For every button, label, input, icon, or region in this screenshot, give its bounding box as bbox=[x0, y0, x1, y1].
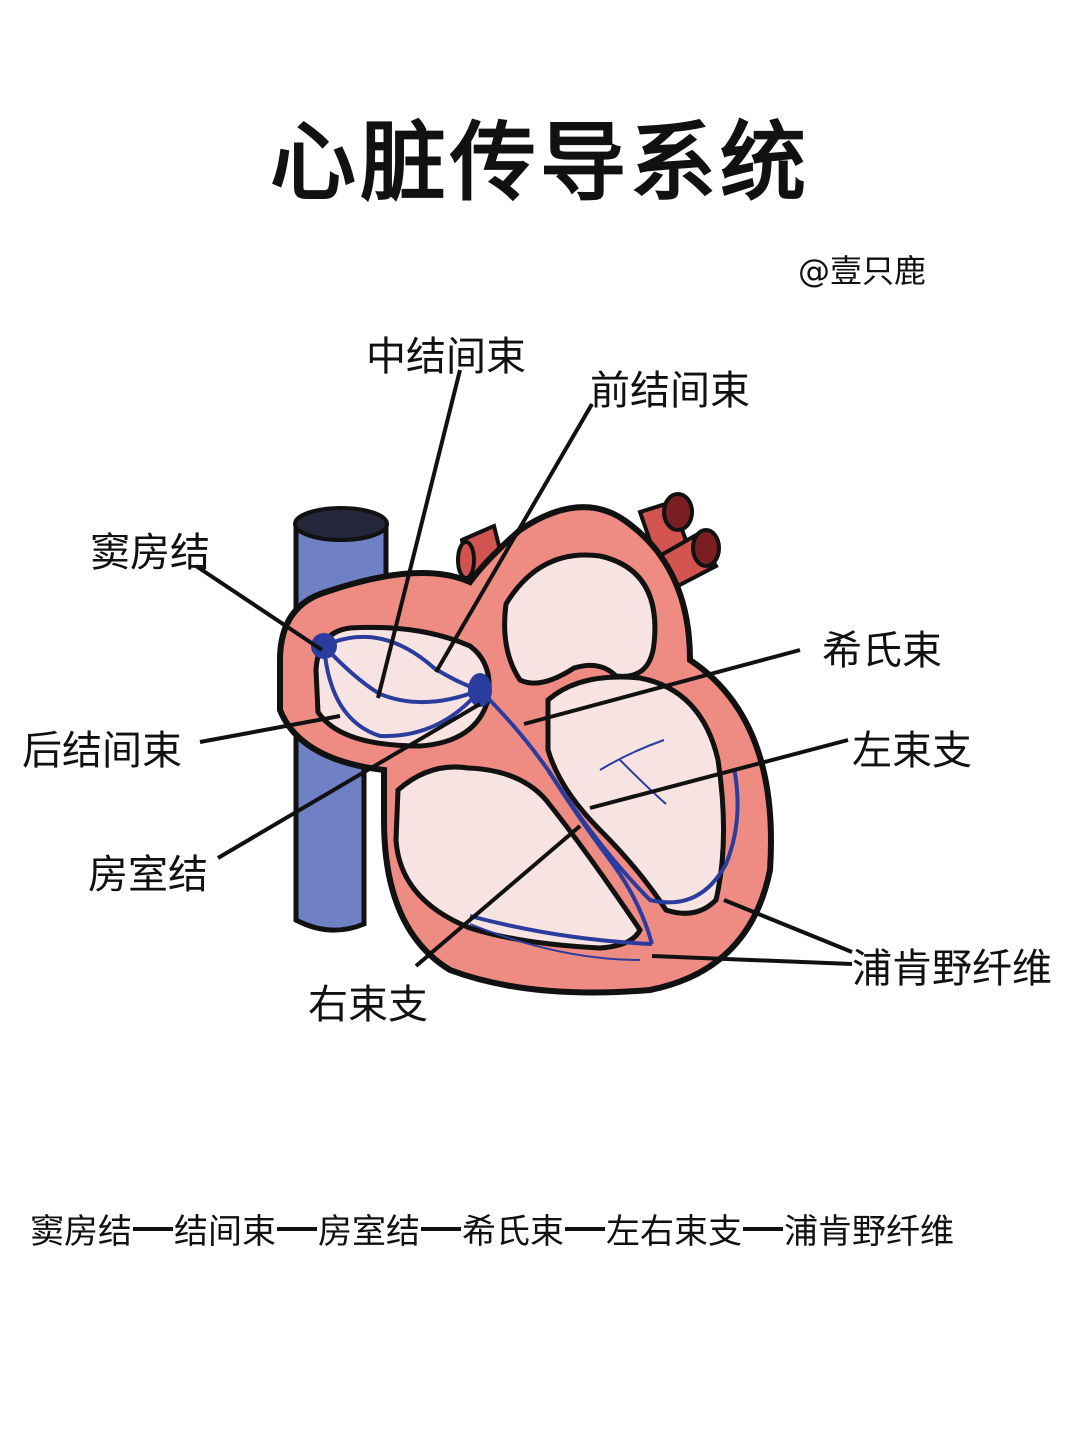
label-middle-internodal: 中结间束 bbox=[366, 334, 526, 380]
pathway-arrow bbox=[133, 1226, 173, 1231]
leader-lines bbox=[194, 369, 853, 968]
pathway-step: 房室结 bbox=[318, 1212, 420, 1252]
av-node-dot bbox=[468, 673, 492, 707]
pathway-step: 希氏束 bbox=[462, 1212, 564, 1252]
pathway-arrow bbox=[421, 1226, 461, 1231]
page-title: 心脏传导系统 bbox=[270, 113, 810, 213]
label-anterior-internodal: 前结间束 bbox=[590, 368, 750, 414]
conduction-pathways bbox=[322, 634, 740, 961]
label-posterior-internodal: 后结间束 bbox=[22, 728, 182, 774]
sa-node-dot bbox=[311, 633, 337, 659]
label-right-bundle-branch: 右束支 bbox=[308, 982, 428, 1028]
pathway-step: 结间束 bbox=[174, 1212, 276, 1252]
conduction-pathway-sequence: 窦房结 结间束 房室结 希氏束 左右束支 浦肯野纤维 bbox=[30, 1204, 1060, 1253]
pathway-arrow bbox=[277, 1226, 317, 1231]
label-sa-node: 窦房结 bbox=[90, 530, 210, 576]
author-credit: @壹只鹿 bbox=[798, 252, 927, 290]
label-purkinje-fibers: 浦肯野纤维 bbox=[852, 946, 1052, 992]
label-his-bundle: 希氏束 bbox=[822, 628, 942, 674]
pathway-arrow bbox=[743, 1226, 783, 1231]
heart-chambers bbox=[313, 552, 726, 951]
pathway-step: 浦肯野纤维 bbox=[784, 1212, 954, 1252]
pathway-arrow bbox=[565, 1226, 605, 1231]
pathway-step: 窦房结 bbox=[30, 1212, 132, 1252]
pathway-step: 左右束支 bbox=[606, 1212, 742, 1252]
label-left-bundle-branch: 左束支 bbox=[852, 728, 972, 774]
label-av-node: 房室结 bbox=[88, 852, 208, 898]
